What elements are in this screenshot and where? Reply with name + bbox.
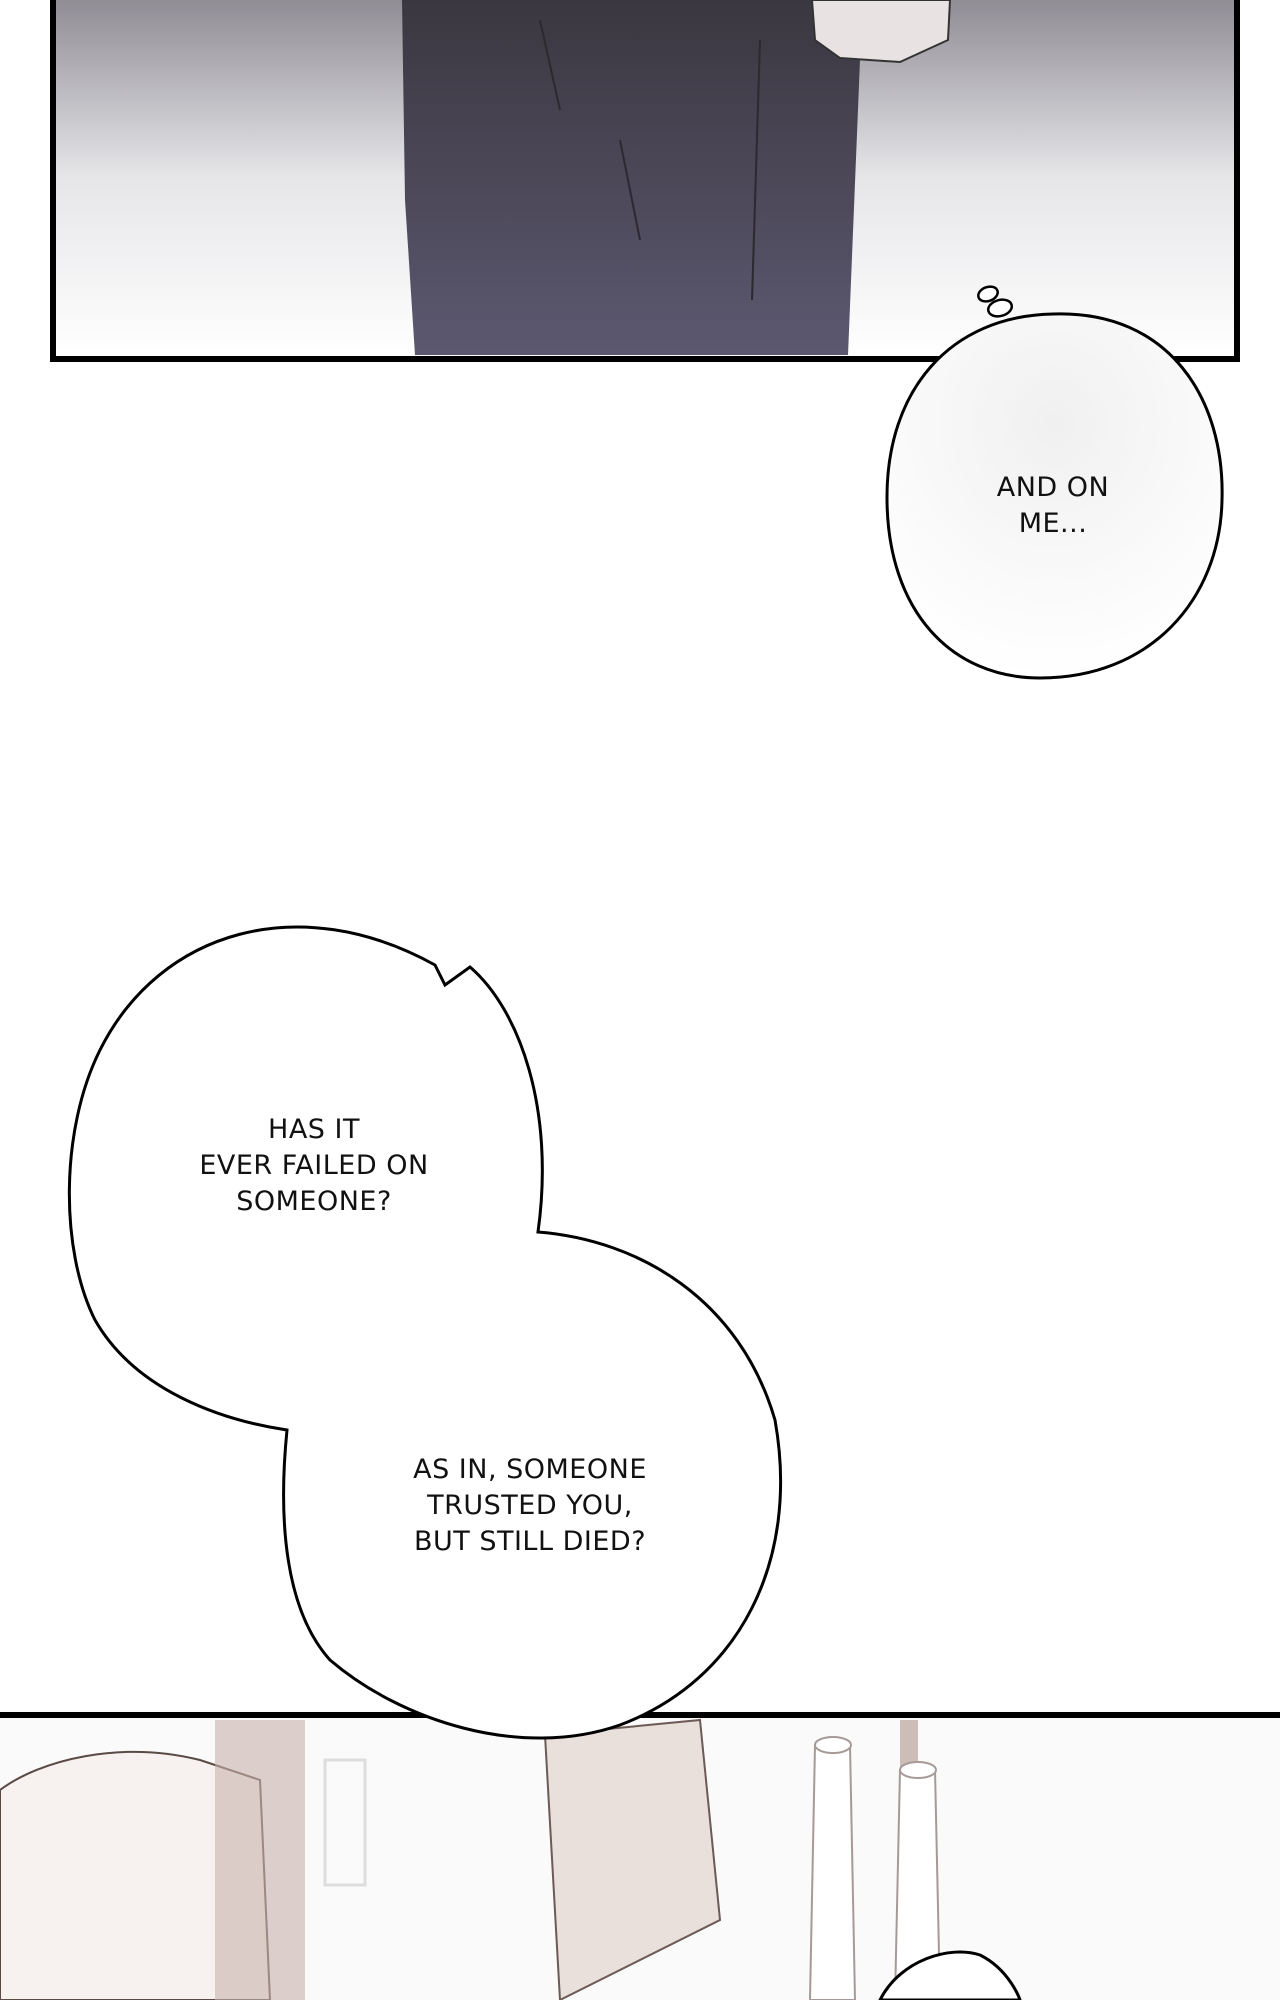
thought-bubble [885,285,1224,680]
speech-bubble [67,925,783,1740]
text-line: EVER FAILED ON [199,1150,429,1181]
text-line: SOMEONE? [236,1186,392,1217]
question-bubble-text: HAS IT EVER FAILED ON SOMEONE? [199,1112,428,1220]
character-legs [402,0,868,355]
thought-bubble-text: AND ON ME... [997,470,1110,542]
text-line: BUT STILL DIED? [413,1526,647,1557]
text-line: AND ON [996,472,1110,503]
top-panel [50,0,1240,362]
hanging-coat [543,1718,722,2000]
followup-bubble-text: AS IN, SOMEONE TRUSTED YOU, BUT STILL DI… [413,1452,647,1560]
text-line: TRUSTED YOU, [427,1490,633,1521]
text-line: AS IN, SOMEONE [413,1454,647,1485]
character-hand [810,0,952,64]
text-line: ME... [1018,508,1088,539]
paper-cup-stack [808,1736,942,2000]
text-line: HAS IT [268,1114,360,1145]
light-switch [323,1758,367,1887]
bottom-panel [0,1712,1280,2000]
